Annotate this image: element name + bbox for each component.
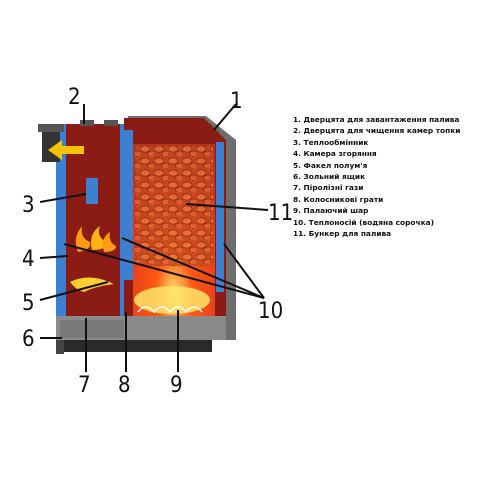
top-hatch-2 bbox=[104, 120, 118, 126]
callout-10: 10 bbox=[258, 299, 283, 324]
legend-item: 10. Теплоносій (водяна сорочка) bbox=[293, 217, 478, 228]
callout-7: 7 bbox=[78, 373, 91, 398]
callout-9: 9 bbox=[170, 373, 183, 398]
legend-item: 9. Палаючий шар bbox=[293, 205, 478, 216]
callout-6: 6 bbox=[22, 327, 35, 352]
legend-item: 2. Дверцята для чищення камер топки bbox=[293, 125, 478, 136]
callout-3: 3 bbox=[22, 193, 35, 218]
legend-item: 5. Факел полум'я bbox=[293, 160, 478, 171]
right-water-jacket bbox=[216, 142, 224, 292]
top-hatch bbox=[80, 120, 94, 126]
legend-item: 3. Теплообмінник bbox=[293, 137, 478, 148]
ash-door-left bbox=[56, 340, 64, 354]
middle-water-jacket bbox=[121, 130, 133, 280]
legend-item: 11. Бункер для палива bbox=[293, 228, 478, 239]
flue-flange bbox=[38, 124, 64, 132]
callout-5: 5 bbox=[22, 291, 35, 316]
legend-item: 7. Піролізні гази bbox=[293, 182, 478, 193]
ash-box bbox=[60, 320, 124, 338]
boiler-base bbox=[60, 340, 212, 352]
legend-item: 1. Дверцята для завантаження палива bbox=[293, 114, 478, 125]
callout-11: 11 bbox=[268, 201, 293, 226]
callout-2: 2 bbox=[68, 85, 81, 110]
legend: 1. Дверцята для завантаження палива 2. Д… bbox=[293, 114, 478, 239]
legend-item: 8. Колосникові грати bbox=[293, 194, 478, 205]
heat-exchanger bbox=[86, 178, 98, 204]
callout-8: 8 bbox=[118, 373, 131, 398]
legend-item: 6. Зольний ящик bbox=[293, 171, 478, 182]
legend-item: 4. Камера згоряння bbox=[293, 148, 478, 159]
callout-4: 4 bbox=[22, 247, 35, 272]
callout-1: 1 bbox=[230, 89, 243, 114]
